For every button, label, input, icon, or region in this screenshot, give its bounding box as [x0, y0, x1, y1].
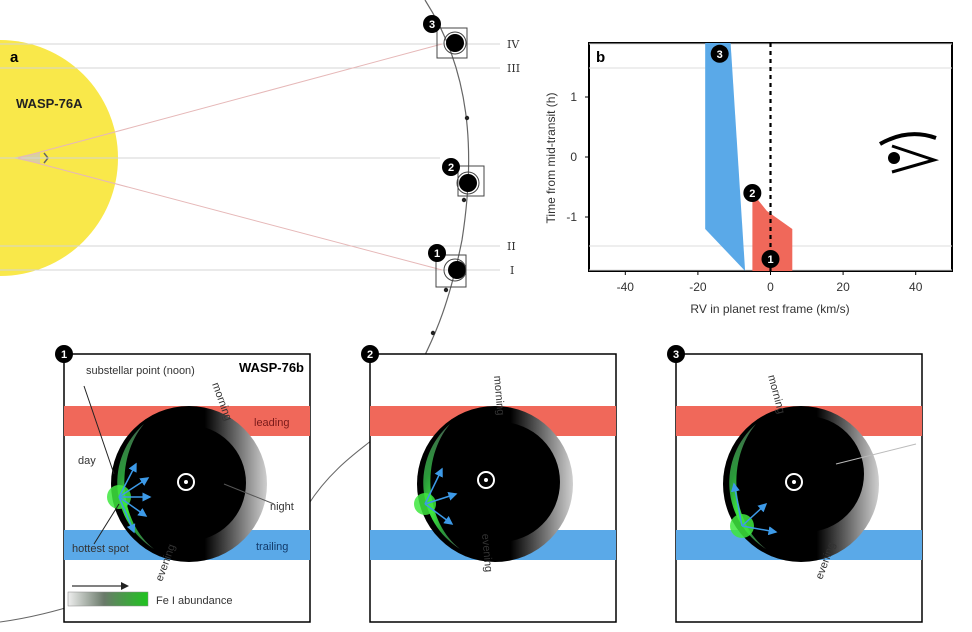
panel-a-label: a: [10, 49, 19, 66]
chart-series-1: [705, 43, 746, 271]
svg-text:2: 2: [367, 349, 373, 361]
star-name: WASP-76A: [16, 96, 83, 111]
night-label: night: [270, 501, 294, 513]
chart-xlabel: RV in planet rest frame (km/s): [690, 302, 849, 316]
morning-label: morning: [491, 375, 506, 416]
chart-xtick-label: 40: [909, 280, 923, 294]
chart-phase-label: 2: [749, 188, 755, 200]
svg-text:3: 3: [673, 349, 679, 361]
chart-xtick-label: -20: [689, 280, 707, 294]
planet-phase-3: 3: [423, 15, 468, 59]
panel-b-label: b: [596, 49, 605, 66]
trailing-label: trailing: [256, 541, 288, 553]
svg-text:3: 3: [429, 19, 435, 31]
rotation-icon: [177, 473, 195, 491]
svg-text:Fe I abundance: Fe I abundance: [156, 595, 232, 607]
svg-text:1: 1: [61, 349, 67, 361]
svg-text:1: 1: [434, 248, 440, 260]
inset-2: 2 morning evening: [361, 345, 617, 623]
svg-text:2: 2: [448, 162, 454, 174]
chart-phase-marker: [710, 44, 729, 63]
panel-a: a WASP-76A: [0, 0, 520, 356]
chart-phase-marker: [761, 250, 780, 268]
inset-1: 1 WASP-76b substellar point (noon) day n…: [55, 345, 311, 623]
inset-3: 3 morning evening: [667, 345, 923, 623]
chart-ylabel: Time from mid-transit (h): [544, 93, 558, 224]
planet-disc: [107, 406, 267, 562]
day-label: day: [78, 455, 96, 467]
hottest-label: hottest spot: [72, 543, 129, 555]
chart-ytick-label: -1: [566, 210, 577, 224]
svg-text:IV: IV: [507, 38, 520, 51]
abundance-legend: Fe I abundance: [67, 582, 232, 607]
chart-ytick-label: 0: [570, 150, 577, 164]
observer-eye-icon: [879, 132, 940, 174]
chart-series-2: [752, 193, 793, 271]
planet-phase-2: 2: [442, 158, 485, 197]
sight-lines: [17, 43, 443, 271]
svg-text:II: II: [507, 240, 516, 253]
wind-arrows: [118, 462, 152, 534]
orbit-path: [424, 0, 470, 356]
chart-phase-label: 1: [767, 254, 773, 266]
orbit-dots: [430, 115, 470, 336]
chart-phase-label: 3: [717, 49, 723, 61]
chart-ytick-label: 1: [570, 90, 577, 104]
planet-phase-1: 1: [428, 244, 467, 288]
evening-label: evening: [479, 533, 494, 572]
contact-markers: IV III II I: [507, 38, 520, 277]
chart-xtick-label: -40: [617, 280, 635, 294]
panel-b: -40 -20 0 20 40 -1 0 1 3 2 1 b RV in planet rest f…: [544, 42, 953, 316]
svg-text:I: I: [510, 264, 514, 277]
planet-name: WASP-76b: [239, 360, 304, 375]
chart-phase-marker: [743, 184, 762, 202]
chart-xtick-label: 20: [836, 280, 850, 294]
contact-lines: [0, 43, 500, 271]
leading-label: leading: [254, 417, 289, 429]
svg-text:III: III: [507, 62, 520, 75]
substellar-label: substellar point (noon): [86, 365, 195, 377]
chart-xtick-label: 0: [767, 280, 774, 294]
